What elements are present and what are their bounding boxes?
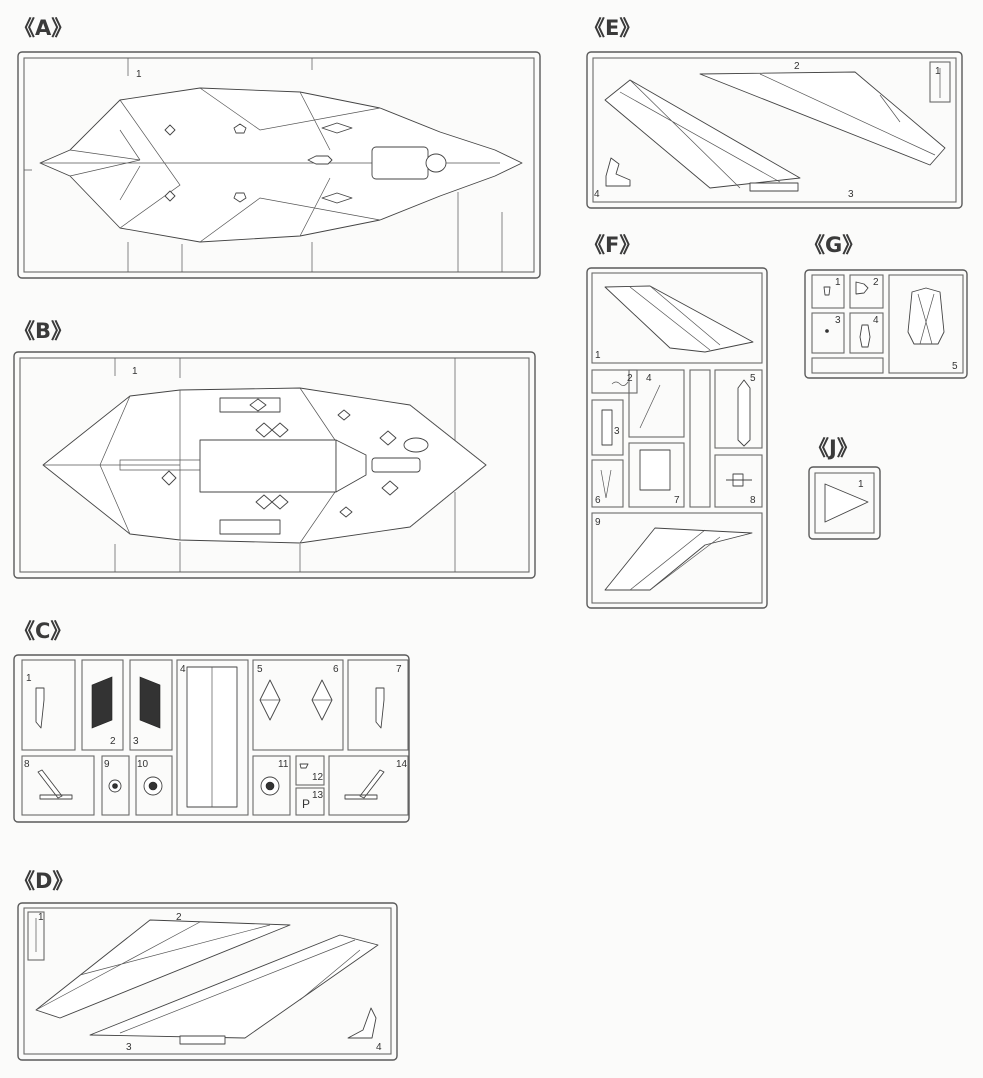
part-number: 3: [126, 1042, 132, 1053]
sprue-a: 《A》 1: [14, 16, 541, 279]
part-number: 1: [26, 673, 32, 684]
sprue-f-title: 《F》: [584, 233, 640, 257]
part-number: 5: [750, 373, 756, 384]
sprue-c-title: 《C》: [14, 619, 71, 643]
part-number: 7: [674, 495, 680, 506]
part-number: 5: [952, 361, 958, 372]
part-number: 1: [595, 350, 601, 361]
p-mark: P: [302, 797, 310, 811]
sprue-b-title: 《B》: [14, 319, 72, 343]
part-number: 7: [396, 664, 402, 675]
sprue-b: 《B》 1: [13, 319, 536, 579]
sprue-e: 《E》 1 2 3 4: [584, 16, 963, 209]
part-number: 12: [312, 772, 324, 783]
part-number: 4: [646, 373, 652, 384]
part-number: 6: [333, 664, 339, 675]
sprue-a-title: 《A》: [14, 16, 72, 40]
fuselage-lower-part: [42, 387, 487, 544]
part-number: 11: [278, 759, 289, 770]
part-number: 1: [136, 69, 142, 80]
part-number: 2: [176, 912, 182, 923]
part-number: 1: [835, 277, 841, 288]
part-number: 3: [848, 189, 854, 200]
part-number: 2: [110, 736, 116, 747]
fuselage-upper-part: [39, 87, 523, 243]
part-number: 8: [24, 759, 30, 770]
part-number: 1: [935, 66, 941, 77]
part-number: 4: [376, 1042, 382, 1053]
sprue-j: 《J》 1: [808, 436, 881, 540]
part-number: 4: [180, 664, 186, 675]
part-number: 3: [835, 315, 841, 326]
part-number: 2: [794, 61, 800, 72]
part-number: 14: [396, 759, 408, 770]
part-number: 9: [595, 517, 601, 528]
part-number: 8: [750, 495, 756, 506]
part-number: 4: [594, 189, 600, 200]
sprue-g-title: 《G》: [804, 233, 863, 257]
sprue-f: 《F》 1 2 3 4 5 6 7 8 9: [584, 233, 768, 609]
part-number: 3: [133, 736, 139, 747]
part-number: 6: [595, 495, 601, 506]
part-number: 4: [873, 315, 879, 326]
part-number: 5: [257, 664, 263, 675]
part-number: 2: [873, 277, 879, 288]
part-number: 1: [132, 366, 138, 377]
part-number: 3: [614, 426, 620, 437]
part-number: 1: [858, 479, 864, 490]
sprue-d: 《D》 1 2 3 4: [14, 869, 398, 1061]
part-number: 13: [312, 790, 324, 801]
part-number: 2: [627, 373, 633, 384]
part-number: 10: [137, 759, 149, 770]
sprue-g: 《G》 1 2 3 4 5: [804, 233, 968, 379]
sprue-e-title: 《E》: [584, 16, 640, 40]
part-number: 9: [104, 759, 110, 770]
sprue-j-title: 《J》: [808, 436, 858, 460]
part-number: 1: [38, 912, 44, 923]
sprue-d-title: 《D》: [14, 869, 73, 893]
sprue-c: 《C》 1 2 3 4 5 6 7 8 9 10 11 12 13 14 P: [13, 619, 410, 823]
